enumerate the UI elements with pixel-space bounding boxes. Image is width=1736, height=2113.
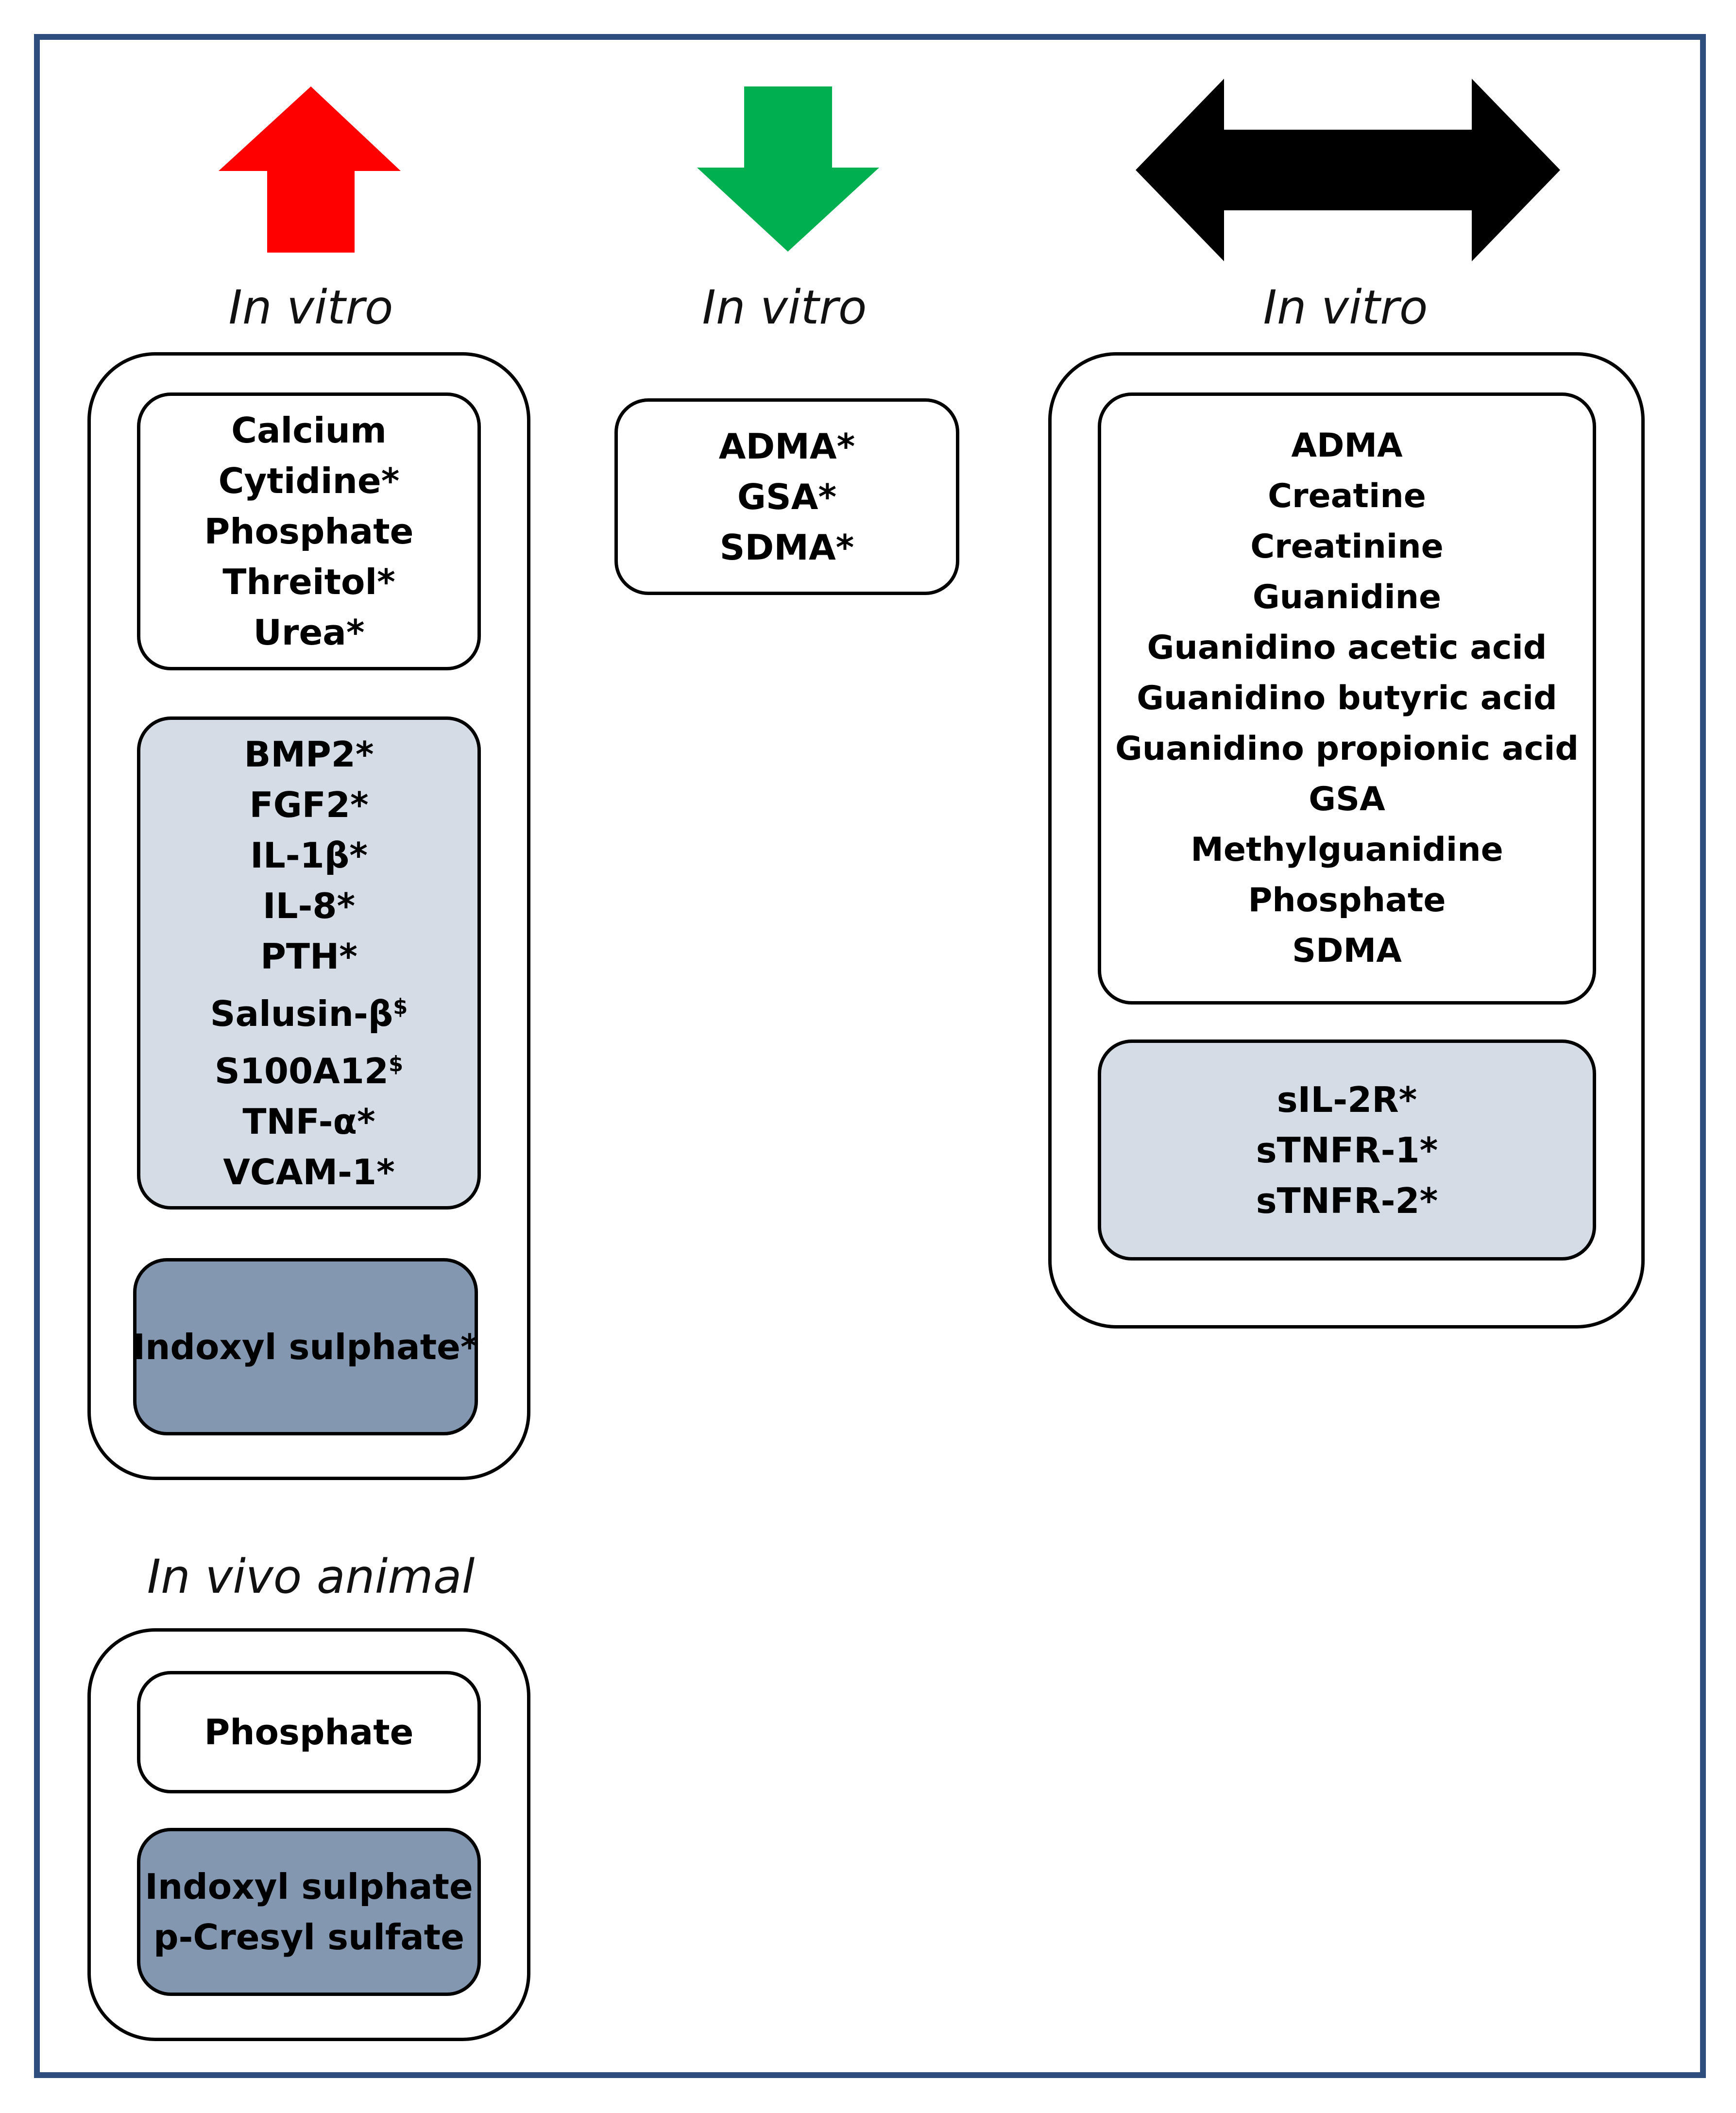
list-item: BMP2* — [244, 733, 374, 775]
list-item: VCAM-1* — [223, 1151, 395, 1193]
list-item: ADMA* — [718, 426, 855, 467]
no-change-white-box: ADMA Creatine Creatinine Guanidine Guani… — [1098, 392, 1596, 1005]
list-item: SDMA* — [719, 527, 854, 568]
no-change-in-vitro-heading: In vitro — [1263, 280, 1428, 335]
list-item: ADMA — [1291, 426, 1403, 465]
list-item: Guanidine — [1252, 578, 1442, 616]
list-item: GSA — [1309, 780, 1385, 818]
list-item: GSA* — [737, 476, 837, 517]
list-item: Guanidino acetic acid — [1147, 629, 1547, 667]
list-item: Phosphate — [204, 511, 414, 552]
decrease-in-vitro-heading: In vitro — [702, 280, 867, 335]
list-item: Urea* — [253, 612, 365, 653]
double-arrow-icon — [1136, 79, 1560, 261]
list-item: TNF-α* — [242, 1101, 375, 1142]
list-item: Phosphate — [1248, 881, 1446, 920]
superscript-marker: $ — [393, 994, 408, 1019]
list-item: SDMA — [1292, 932, 1402, 970]
list-item: S100A12$ — [214, 1050, 404, 1091]
decrease-white-box: ADMA* GSA* SDMA* — [614, 398, 959, 595]
list-item: sTNFR-1* — [1256, 1129, 1438, 1171]
in-vivo-dark-box: Indoxyl sulphate p-Cresyl sulfate — [137, 1828, 481, 1996]
list-item: p-Cresyl sulfate — [153, 1917, 465, 1958]
down-arrow-icon — [697, 86, 879, 252]
list-item: Methylguanidine — [1191, 831, 1503, 869]
up-arrow-icon — [219, 86, 401, 253]
list-item: Guanidino propionic acid — [1115, 730, 1579, 768]
list-item: FGF2* — [249, 784, 369, 825]
list-item: Creatine — [1268, 477, 1426, 515]
list-item: Indoxyl sulphate* — [132, 1326, 479, 1367]
no-change-light-box: sIL-2R* sTNFR-1* sTNFR-2* — [1098, 1039, 1596, 1261]
list-item: Guanidino butyric acid — [1137, 679, 1557, 717]
list-item: sTNFR-2* — [1256, 1180, 1438, 1221]
increase-white-box: Calcium Cytidine* Phosphate Threitol* Ur… — [137, 392, 481, 670]
list-item: Indoxyl sulphate — [145, 1866, 473, 1907]
list-item: IL-8* — [262, 885, 356, 926]
list-item: Cytidine* — [218, 460, 400, 501]
in-vivo-animal-heading: In vivo animal — [147, 1550, 475, 1604]
list-item: Salusin-β$ — [210, 993, 408, 1034]
list-item: sIL-2R* — [1276, 1079, 1417, 1120]
list-item: Creatinine — [1250, 528, 1444, 566]
in-vivo-white-box: Phosphate — [137, 1671, 481, 1793]
list-item: Calcium — [231, 410, 387, 451]
increase-dark-box: Indoxyl sulphate* — [132, 1258, 479, 1435]
increase-light-box: BMP2* FGF2* IL-1β* IL-8* PTH* Salusin-β$… — [137, 716, 481, 1210]
superscript-marker: $ — [389, 1052, 404, 1076]
list-item: PTH* — [260, 936, 357, 977]
list-item: IL-1β* — [250, 835, 368, 876]
list-item: Phosphate — [204, 1712, 414, 1753]
list-item: Threitol* — [222, 562, 395, 602]
increase-in-vitro-heading: In vitro — [228, 280, 393, 335]
